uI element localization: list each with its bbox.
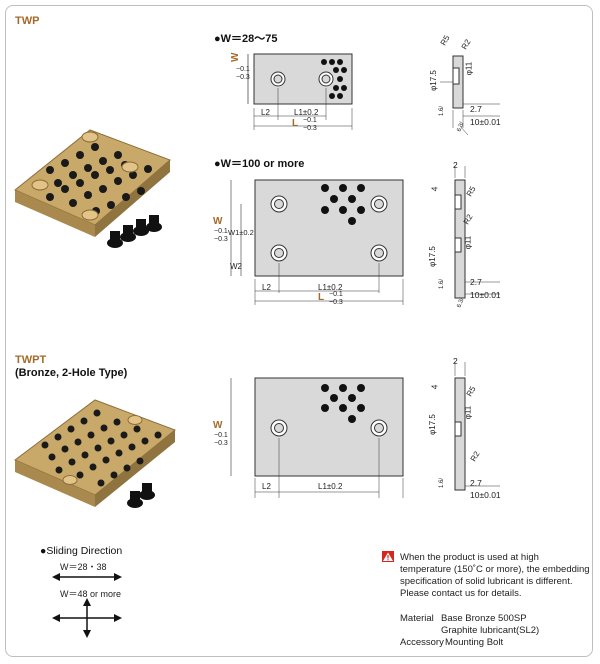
d11-dim-1: φ11 (464, 61, 474, 76)
t10-dim-3: 10±0.01 (470, 490, 501, 500)
w-dim-tolerance-1: −0.1−0.3 (236, 66, 250, 82)
w-dim-letter: W (230, 52, 241, 62)
l-dim-tolerance-1: −0.1−0.3 (303, 117, 317, 133)
w-dim-tolerance-3: −0.1−0.3 (214, 432, 228, 448)
l-dim-tolerance-2: −0.1−0.3 (329, 291, 343, 307)
rough-16-2: 1.6/ (439, 278, 446, 290)
dim-2-side-3: 2 (453, 356, 458, 366)
side-view-3 (454, 362, 500, 491)
drawing-twpt (230, 377, 404, 498)
l1-dim-1: L1±0.2 (294, 108, 319, 117)
accessory-value: Mounting Bolt (445, 637, 504, 648)
l-tol-hi: −0.1 (303, 117, 317, 124)
sliding-w28-38-label: W＝28・38 (60, 562, 107, 572)
t10-dim-2: 10±0.01 (470, 290, 501, 300)
l2-dim-3: L2 (262, 482, 271, 491)
l-tol-lo: −0.3 (303, 125, 317, 132)
l1-dim-2: L1±0.2 (318, 283, 343, 292)
warning-icon (382, 551, 394, 562)
w2-dim-2: W2 (230, 262, 242, 271)
section-subtitle-twpt: (Bronze, 2-Hole Type) (15, 367, 128, 379)
w-tol-hi-3: −0.1 (214, 432, 228, 439)
rough-16-1: 1.6/ (439, 105, 446, 117)
l-tol-hi-2: −0.1 (329, 291, 343, 298)
dim-4-side-3: 4 (429, 384, 440, 390)
section-title-twpt: TWPT (15, 354, 47, 366)
t27-dim-2: 2.7 (470, 277, 482, 287)
variant-label-w100: ●W＝100 or more (214, 158, 305, 170)
d11-dim-2: φ11 (463, 235, 473, 250)
twp-product-photo (14, 129, 171, 248)
side-view-2 (454, 166, 500, 299)
d17-5-dim-2: φ17.5 (427, 246, 437, 267)
d11-dim-3: φ11 (463, 405, 473, 420)
material-label: Material (400, 613, 434, 624)
high-temperature-notice: When the product is used at high tempera… (400, 552, 590, 599)
w-dim-tol-1: W (230, 53, 241, 62)
sliding-direction-title: ●Sliding Direction (40, 545, 123, 557)
w-tol-hi: −0.1 (236, 66, 250, 73)
d17-5-dim-3: φ17.5 (427, 414, 437, 435)
w1-dim-2: W1±0.2 (228, 228, 254, 237)
accessory-label: Accessory (400, 637, 444, 648)
l-tol-lo-2: −0.3 (329, 299, 343, 306)
w-dim-2: W (213, 216, 223, 227)
w-tol-hi-2: −0.1 (214, 228, 228, 235)
rough-16-3: 1.6/ (439, 477, 446, 489)
section-title-twp: TWP (15, 15, 40, 27)
w-tol-lo: −0.3 (236, 74, 250, 81)
drawing-w100 (230, 179, 404, 305)
material-base: Base Bronze 500SP (441, 613, 527, 624)
l1-dim-3: L1±0.2 (318, 482, 343, 491)
d17-5-dim-1: φ17.5 (428, 70, 438, 91)
material-graphite: Graphite lubricant(SL2) (441, 625, 540, 636)
variant-label-w28-75: ●W＝28～75 (214, 33, 278, 45)
horizontal-arrow-icon (52, 573, 122, 581)
t27-dim-1: 2.7 (470, 104, 482, 114)
l-dim-1: L (292, 118, 299, 129)
sliding-w48-label: W＝48 or more (60, 589, 122, 599)
page-frame (5, 5, 593, 657)
twpt-product-photo (14, 399, 176, 508)
w-tol-lo-2: −0.3 (214, 236, 228, 243)
side-view-1 (440, 55, 500, 136)
w-dim-3: W (213, 420, 223, 431)
w-dim-tolerance-2: −0.1−0.3 (214, 228, 228, 244)
drawing-w28-75 (247, 53, 353, 130)
t10-dim-1: 10±0.01 (470, 117, 501, 127)
cross-arrow-icon (52, 598, 122, 638)
l2-dim-1: L2 (261, 108, 270, 117)
dim-2-side: 2 (453, 160, 458, 170)
w-tol-lo-3: −0.3 (214, 440, 228, 447)
l-dim-2: L (318, 292, 325, 303)
l2-dim-2: L2 (262, 283, 271, 292)
dim-4-side: 4 (429, 186, 440, 192)
t27-dim-3: 2.7 (470, 478, 482, 488)
